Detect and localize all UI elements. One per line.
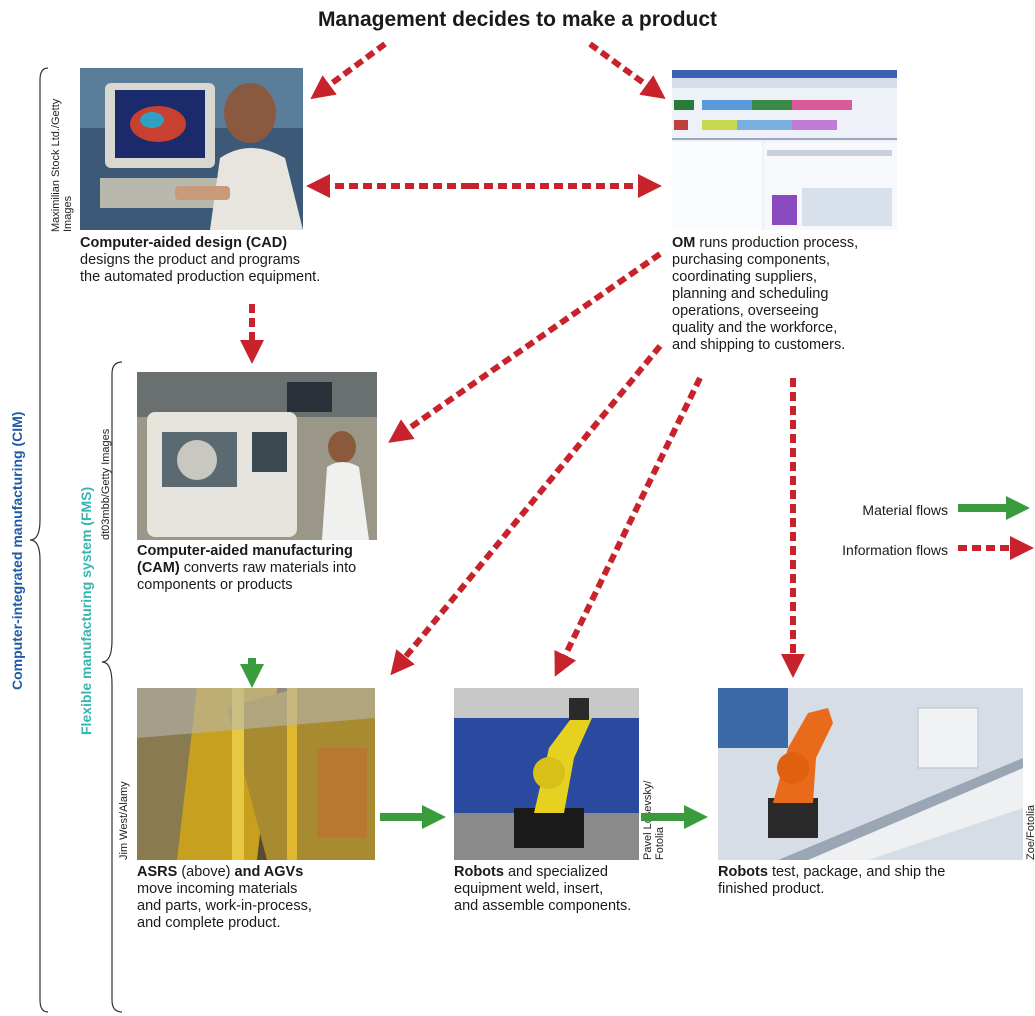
info-arrow-om-to-cam — [388, 251, 662, 443]
legend-material-label: Material flows — [862, 502, 948, 518]
asrs-photo — [137, 688, 375, 860]
info-arrow-om-to-asrs — [390, 344, 663, 676]
fms-brace — [101, 361, 123, 1013]
cim-brace — [29, 67, 49, 1013]
robots-weld-caption: Robots and specialized equipment weld, i… — [454, 864, 632, 914]
info-arrow-mgmt-to-cad — [310, 41, 387, 100]
om-screenshot — [672, 70, 897, 230]
cad-title: Computer-aided design (CAD) — [80, 235, 288, 251]
legend-information-label: Information flows — [842, 542, 948, 558]
info-arrow-om-to-robots1 — [554, 376, 703, 677]
om-caption: OM runs production process, purchasing c… — [672, 235, 859, 353]
asrs-title: ASRS — [137, 864, 178, 880]
robots-weld-title: Robots — [454, 864, 504, 880]
diagram-title: Management decides to make a product — [317, 8, 718, 31]
asrs-caption: ASRS (above) and AGVs move incoming mate… — [137, 864, 312, 931]
cad-photo — [80, 68, 303, 230]
cad-caption: Computer-aided design (CAD) designs the … — [80, 235, 321, 285]
om-title: OM — [672, 235, 696, 251]
cam-caption: Computer-aided manufacturing (CAM) conve… — [137, 543, 357, 593]
info-arrow-mgmt-to-om — [588, 41, 666, 100]
cam-photo — [137, 372, 377, 540]
robots-test-title: Robots — [718, 864, 768, 880]
robots-weld-photo — [454, 688, 639, 860]
cam-title: Computer-aided manufacturing — [137, 543, 353, 559]
robots-test-caption: Robots test, package, and ship the finis… — [718, 864, 946, 897]
robots-test-photo — [718, 688, 1023, 860]
